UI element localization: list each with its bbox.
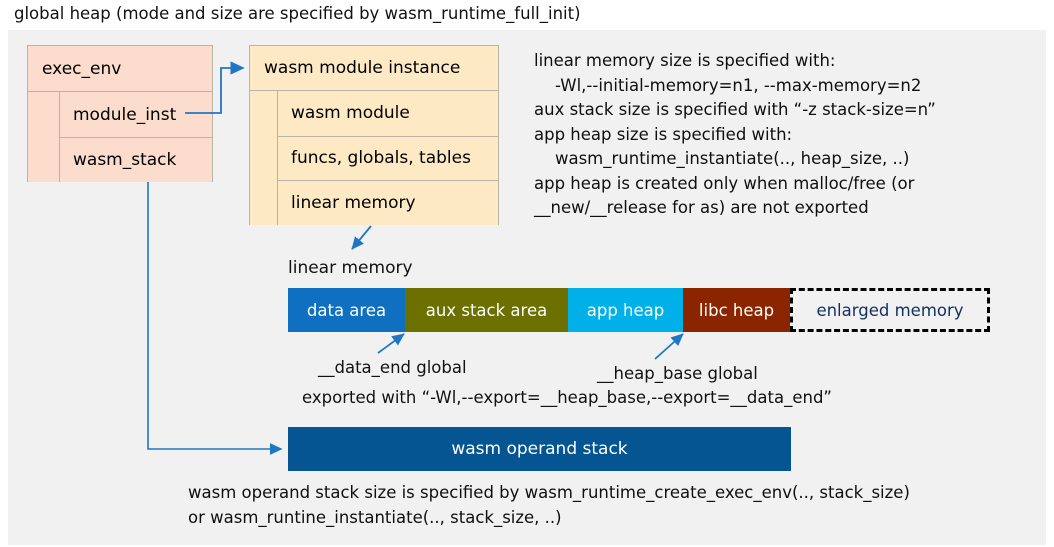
exec-env-header: exec_env	[28, 46, 212, 92]
exec-env-row-wasm-stack: wasm_stack	[60, 137, 212, 182]
memory-segment-libc-heap: libc heap	[683, 288, 790, 332]
row-linear-memory: linear memory	[278, 180, 498, 225]
wasm-module-instance-body: wasm module funcs, globals, tables linea…	[250, 91, 498, 225]
memory-segment-enlarged-memory: enlarged memory	[790, 288, 990, 332]
exec-env-body: module_inst wasm_stack	[28, 92, 212, 182]
annotation-data-end: __data_end global	[318, 358, 467, 377]
annotation-heap-base: __heap_base global	[597, 364, 758, 383]
wasm-module-instance-gutter	[250, 91, 278, 225]
linear-memory-note: linear memory size is specified with: -W…	[534, 51, 936, 217]
memory-segment-app-heap: app heap	[568, 288, 683, 332]
wasm-module-instance-header: wasm module instance	[250, 46, 498, 91]
wasm-module-instance-box: wasm module instance wasm module funcs, …	[249, 45, 499, 225]
row-wasm-module: wasm module	[278, 91, 498, 136]
linear-memory-label: linear memory	[288, 258, 413, 278]
page-title: global heap (mode and size are specified…	[14, 4, 581, 23]
operand-stack-note: wasm operand stack size is specified by …	[188, 483, 910, 527]
exec-env-row-module-inst: module_inst	[60, 92, 212, 137]
wasm-operand-stack-bar: wasm operand stack	[288, 427, 791, 471]
memory-segment-data-area: data area	[288, 288, 405, 332]
memory-segment-aux-stack-area: aux stack area	[405, 288, 568, 332]
annotation-exported: exported with “-Wl,--export=__heap_base,…	[302, 388, 832, 407]
exec-env-rows: module_inst wasm_stack	[60, 92, 212, 182]
exec-env-gutter	[28, 92, 60, 182]
wasm-module-instance-rows: wasm module funcs, globals, tables linea…	[278, 91, 498, 225]
row-funcs-globals-tables: funcs, globals, tables	[278, 135, 498, 181]
exec-env-box: exec_env module_inst wasm_stack	[27, 45, 213, 182]
